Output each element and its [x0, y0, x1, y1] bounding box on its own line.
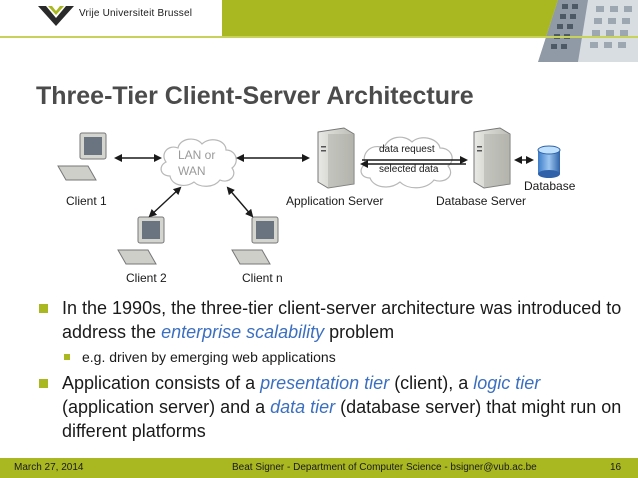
bullet-2-text-b: (client), a [389, 373, 474, 393]
database-cylinder-icon [537, 145, 561, 178]
bullet-2-highlight-1: presentation tier [260, 373, 390, 393]
cloud-label-line1: LAN or [178, 148, 216, 162]
selected-data-label: selected data [379, 164, 439, 175]
clientn-computer-icon [231, 216, 279, 265]
vub-logo-icon [38, 6, 74, 26]
sub-bullet-1-text: e.g. driven by emerging web applications [82, 349, 336, 365]
data-request-label: data request [379, 144, 435, 155]
footer-center-text: Beat Signer - Department of Computer Sci… [232, 462, 537, 473]
bullet-2-text-a: Application consists of a [62, 373, 261, 393]
architecture-diagram: LAN or WAN data request selected data Cl… [0, 120, 638, 295]
footer-page-number: 16 [610, 462, 622, 473]
bullet-2-text-c: (application server) and a [62, 397, 271, 417]
clientn-label: Client n [242, 271, 283, 285]
client1-label: Client 1 [66, 194, 107, 208]
bullet-2-highlight-3: data tier [270, 397, 336, 417]
footer-bar: March 27, 2014 Beat Signer - Department … [0, 458, 638, 478]
data-exchange-cloud-icon [360, 136, 453, 189]
building-photo-icon [538, 0, 638, 62]
bullet-1-text-a: In the 1990s, the three-tier client-serv… [62, 298, 622, 342]
bullet-square-icon [39, 304, 48, 313]
footer-date: March 27, 2014 [14, 462, 84, 473]
database-server-icon [473, 127, 511, 189]
bullet-2-highlight-2: logic tier [473, 373, 541, 393]
network-cloud-icon [160, 138, 237, 187]
sub-bullet-square-icon [64, 354, 70, 360]
db-server-label: Database Server [436, 194, 527, 208]
bullet-2: Application consists of a presentation t… [36, 371, 626, 443]
bullet-1-text-b: problem [324, 322, 395, 342]
bullet-1-highlight: enterprise scalability [161, 322, 325, 342]
client1-computer-icon [57, 132, 107, 181]
header-divider [0, 36, 638, 38]
bullet-list: In the 1990s, the three-tier client-serv… [36, 296, 626, 443]
arrow-cloud-client2 [148, 186, 182, 218]
arrow-cloud-clientn [226, 186, 254, 218]
slide-title: Three-Tier Client-Server Architecture [36, 82, 474, 110]
logo-text: Vrije Universiteit Brussel [79, 8, 193, 19]
bullet-square-icon [39, 379, 48, 388]
cloud-label-line2: WAN [178, 164, 206, 178]
sub-bullet-1: e.g. driven by emerging web applications [36, 347, 626, 367]
application-server-icon [317, 127, 355, 189]
bullet-1: In the 1990s, the three-tier client-serv… [36, 296, 626, 344]
client2-computer-icon [117, 216, 165, 265]
database-label: Database [524, 179, 576, 193]
app-server-label: Application Server [286, 194, 384, 208]
client2-label: Client 2 [126, 271, 167, 285]
bullet-2-text-d: (database server) that might run on diff… [62, 397, 622, 441]
header-bar: Vrije Universiteit Brussel [0, 0, 638, 62]
